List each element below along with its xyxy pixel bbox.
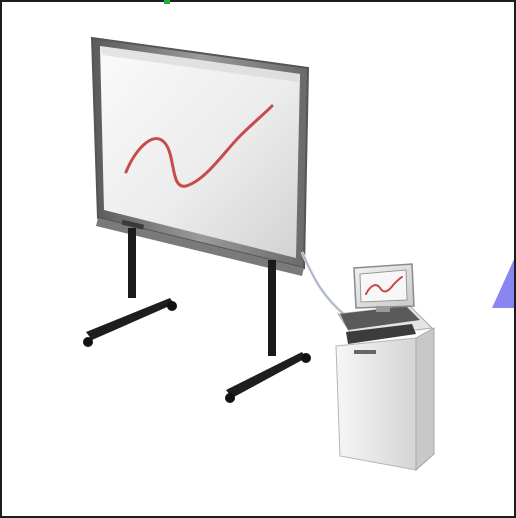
computer-monitor-icon xyxy=(354,264,414,312)
pointer-triangle-icon xyxy=(492,246,514,308)
computer-cabinet-icon xyxy=(336,306,434,470)
cable-icon xyxy=(302,252,346,316)
whiteboard-icon xyxy=(92,38,308,276)
